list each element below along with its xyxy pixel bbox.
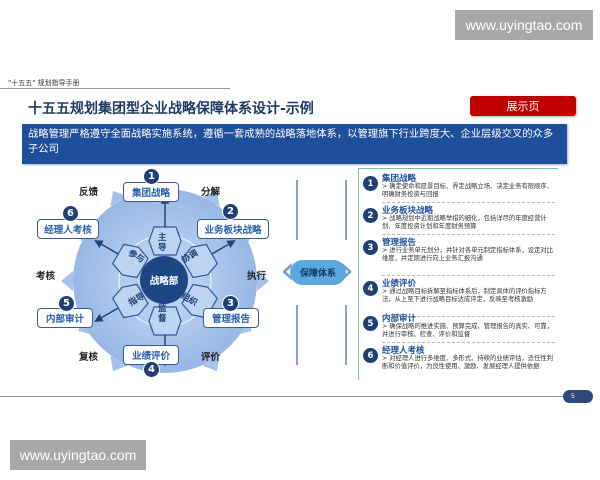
description-banner: 战略管理严格遵守全面战略实施系统，遵循一套成熟的战略落地体系，以管理旗下行业跨度… bbox=[22, 124, 567, 164]
node-number-4: 4 bbox=[143, 361, 160, 378]
detail-divider bbox=[382, 202, 555, 203]
transition-feedback: 反馈 bbox=[79, 187, 99, 198]
detail-text: > 进行业务单元划分，并针对各单元制定指标体系，设定对比维度，并定期进行向上业务… bbox=[382, 247, 553, 263]
detail-title: 内部审计 bbox=[382, 314, 417, 324]
node-manager-assessment[interactable]: 经理人考核 bbox=[37, 219, 99, 239]
petal-supervise: 监督 bbox=[158, 304, 167, 324]
transition-decompose: 分解 bbox=[201, 187, 221, 198]
detail-divider bbox=[382, 316, 555, 317]
detail-number-1: 1 bbox=[363, 176, 378, 191]
detail-title: 集团战略 bbox=[382, 174, 417, 184]
transition-execute: 执行 bbox=[247, 271, 267, 282]
detail-divider bbox=[382, 275, 555, 276]
detail-number-5: 5 bbox=[363, 316, 378, 331]
detail-text: > 战略规划中近期战略举措的细化，包括详尽的年度经营计划、年度投资计划和年度财务… bbox=[382, 215, 547, 231]
detail-title: 管理报告 bbox=[382, 238, 417, 248]
strategy-dept-hub: 战略部 bbox=[140, 256, 188, 304]
page-number-badge: 5 bbox=[563, 390, 593, 403]
show-page-button[interactable]: 展示页 bbox=[470, 96, 576, 116]
node-number-1: 1 bbox=[143, 168, 160, 185]
node-business-strategy[interactable]: 业务板块战略 bbox=[197, 219, 269, 239]
detail-text: > 确定使命和愿景目标、界定战略立场、决定业务有限顺序、明确财务投资与回报 bbox=[382, 183, 553, 199]
node-number-2: 2 bbox=[222, 203, 239, 220]
connector-line-right-top bbox=[345, 180, 347, 240]
guarantee-system-pill: 保障体系 bbox=[290, 260, 346, 285]
petal-lead: 主导 bbox=[158, 233, 167, 253]
detail-title: 经理人考核 bbox=[382, 346, 425, 356]
detail-text: > 对经理人进行多维度、多形式、持续的业绩评估，适任性判断和价值评价，为良性使用… bbox=[382, 355, 553, 371]
watermark-bottom: www.uyingtao.com bbox=[10, 440, 146, 470]
connector-line-right-bottom bbox=[345, 305, 347, 365]
detail-number-6: 6 bbox=[363, 348, 378, 363]
title-bar: 十五五规划集团型企业战略保障体系设计-示例 bbox=[12, 97, 314, 119]
detail-number-2: 2 bbox=[363, 208, 378, 223]
page-title: 十五五规划集团型企业战略保障体系设计-示例 bbox=[28, 101, 314, 117]
detail-number-3: 3 bbox=[363, 240, 378, 255]
footer-divider bbox=[0, 396, 565, 397]
detail-title: 业绩评价 bbox=[382, 279, 417, 289]
node-group-strategy[interactable]: 集团战略 bbox=[123, 182, 179, 202]
detail-text: > 确保战略的推进实施、预算完成、管理报告的真实、可靠，并进行审核、检查、评价和… bbox=[382, 323, 553, 339]
connector-line-left-bottom bbox=[296, 305, 298, 365]
transition-review: 复核 bbox=[79, 352, 99, 363]
node-number-3: 3 bbox=[222, 295, 239, 312]
detail-text: > 通过战略目标拆解至指标体系后，制定具体的评价指标方法，从上至下进行战略目标达… bbox=[382, 288, 547, 304]
transition-evaluate: 评价 bbox=[201, 352, 221, 363]
header-divider bbox=[0, 88, 230, 89]
connector-line-left-top bbox=[296, 180, 298, 240]
handbook-label: "十五五" 规划指导手册 bbox=[8, 79, 80, 87]
detail-divider bbox=[382, 342, 555, 343]
details-panel: 1 集团战略 > 确定使命和愿景目标、界定战略立场、决定业务有限顺序、明确财务投… bbox=[358, 168, 558, 380]
detail-title: 业务板块战略 bbox=[382, 206, 434, 216]
node-number-5: 5 bbox=[58, 295, 75, 312]
detail-number-4: 4 bbox=[363, 281, 378, 296]
transition-assess: 考核 bbox=[36, 271, 56, 282]
detail-divider bbox=[382, 234, 555, 235]
node-number-6: 6 bbox=[62, 205, 79, 222]
watermark-top: www.uyingtao.com bbox=[455, 10, 593, 40]
